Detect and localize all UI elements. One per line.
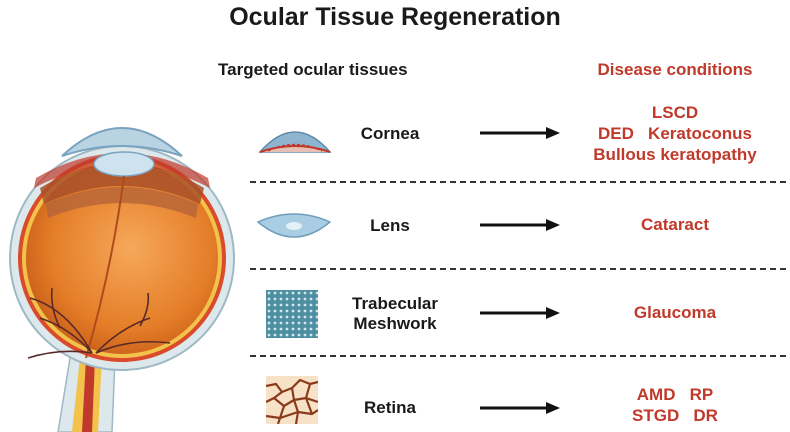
diseases-header: Disease conditions (597, 60, 753, 79)
row-divider (250, 355, 786, 357)
eye-cross-section-illustration (0, 108, 250, 432)
arrow-icon (480, 126, 560, 140)
row-divider (250, 268, 786, 270)
trabecular-meshwork-icon (266, 290, 318, 338)
tissue-label-cornea: Cornea (360, 124, 420, 143)
retina-icon (266, 376, 318, 424)
disease-list-cornea: LSCD DED Keratoconus Bullous keratopathy (593, 103, 757, 164)
lens-icon (254, 204, 334, 250)
row-divider (250, 181, 786, 183)
page-title: Ocular Tissue Regeneration (229, 3, 561, 31)
disease-list-trabecular-meshwork: Glaucoma (633, 303, 717, 322)
cornea-icon (256, 118, 334, 156)
arrow-icon (480, 401, 560, 415)
tissues-header: Targeted ocular tissues (218, 60, 408, 79)
tissue-label-retina: Retina (364, 398, 416, 417)
disease-list-retina: AMD RP STGD DR (632, 385, 718, 425)
arrow-icon (480, 306, 560, 320)
arrow-icon (480, 218, 560, 232)
tissue-label-lens: Lens (370, 216, 410, 235)
disease-list-lens: Cataract (640, 215, 710, 234)
tissue-label-trabecular-meshwork: Trabecular Meshwork (352, 294, 438, 333)
